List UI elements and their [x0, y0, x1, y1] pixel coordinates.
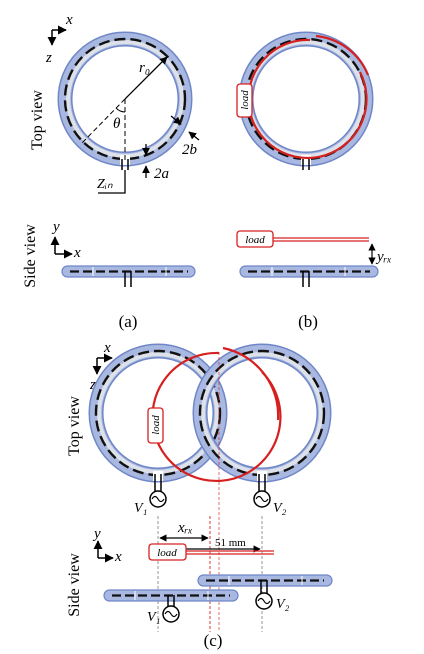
- load-label-c: load: [150, 415, 162, 435]
- axes-c-top: x z: [89, 340, 113, 393]
- feed-port-c1: V₁: [134, 471, 167, 516]
- axis-x-label: x: [65, 12, 73, 28]
- dimension-xrx: xᵣₓ: [159, 520, 209, 542]
- axis-x-label-c-side: x: [114, 549, 122, 565]
- top-view-label-a: Top view: [29, 90, 46, 150]
- load-label-b-side: load: [245, 234, 265, 246]
- panel-c-top-view: Top view x z V₁: [66, 340, 332, 516]
- coax-side-b: [239, 265, 379, 287]
- distance-label: 51 mm: [215, 537, 246, 549]
- v1-label-side: V₁: [147, 610, 160, 625]
- axis-z-label: z: [45, 50, 52, 66]
- input-impedance-label: Zᵢₙ: [97, 177, 113, 192]
- caption-c: (c): [204, 631, 223, 650]
- axis-x-label-side: x: [73, 245, 81, 261]
- inner-conductor: [63, 37, 187, 161]
- height-label: yᵣₓ: [375, 249, 392, 265]
- receiver-loop-b: [247, 34, 370, 160]
- inner-diameter-label: 2a: [154, 166, 169, 182]
- load-label-c-side: load: [157, 547, 177, 559]
- load-box-c: load: [147, 407, 164, 444]
- panel-a-top-view: x z Top view r₀ θ 2b 2a Zᵢ: [29, 12, 200, 194]
- coax-side-a: [61, 265, 196, 287]
- caption-a: (a): [119, 312, 138, 331]
- panel-c-side-view: Side view y x xᵣₓ 51 mm load: [66, 352, 333, 632]
- load-label-b: load: [239, 90, 251, 110]
- feed-port-c2: V₂: [253, 471, 287, 516]
- radius-label: r₀: [139, 60, 150, 76]
- guide-lines: [157, 352, 263, 632]
- v2-label-top: V₂: [273, 501, 287, 516]
- panel-a-side-view: Side view y x: [22, 219, 196, 288]
- axes-c-side: y x: [92, 526, 122, 565]
- caption-b: (b): [298, 312, 318, 331]
- coax-side-c2: V₂: [197, 574, 333, 612]
- axis-y-label: y: [51, 219, 60, 235]
- v1-label-top: V₁: [134, 501, 147, 516]
- panel-b-top-view: load: [236, 31, 374, 170]
- axis-y-label-c: y: [92, 526, 101, 542]
- side-view-label-a: Side view: [22, 224, 39, 288]
- axes-a-top: x z: [45, 12, 73, 66]
- side-view-label-c: Side view: [66, 553, 83, 617]
- outer-diameter-label: 2b: [182, 142, 198, 158]
- panel-b-side-view: load yᵣₓ: [236, 230, 392, 287]
- receiver-side-c: load: [148, 543, 274, 561]
- axes-a-side: y x: [50, 219, 81, 261]
- coax-side-c1: V₁: [103, 589, 239, 625]
- xrx-label: xᵣₓ: [177, 520, 193, 536]
- height-dimension: yᵣₓ: [368, 243, 392, 265]
- axis-z-label-c: z: [89, 377, 96, 393]
- geometry-annotations: r₀ θ 2b 2a Zᵢₙ: [80, 56, 200, 194]
- receiver-loop-c: [151, 346, 282, 483]
- axis-x-label-c: x: [103, 340, 111, 356]
- top-view-label-c: Top view: [66, 396, 83, 456]
- angle-label: θ: [113, 116, 121, 132]
- load-box-b: load: [236, 83, 253, 118]
- v2-label-side: V₂: [276, 597, 290, 612]
- receiver-side-b: load: [236, 230, 369, 248]
